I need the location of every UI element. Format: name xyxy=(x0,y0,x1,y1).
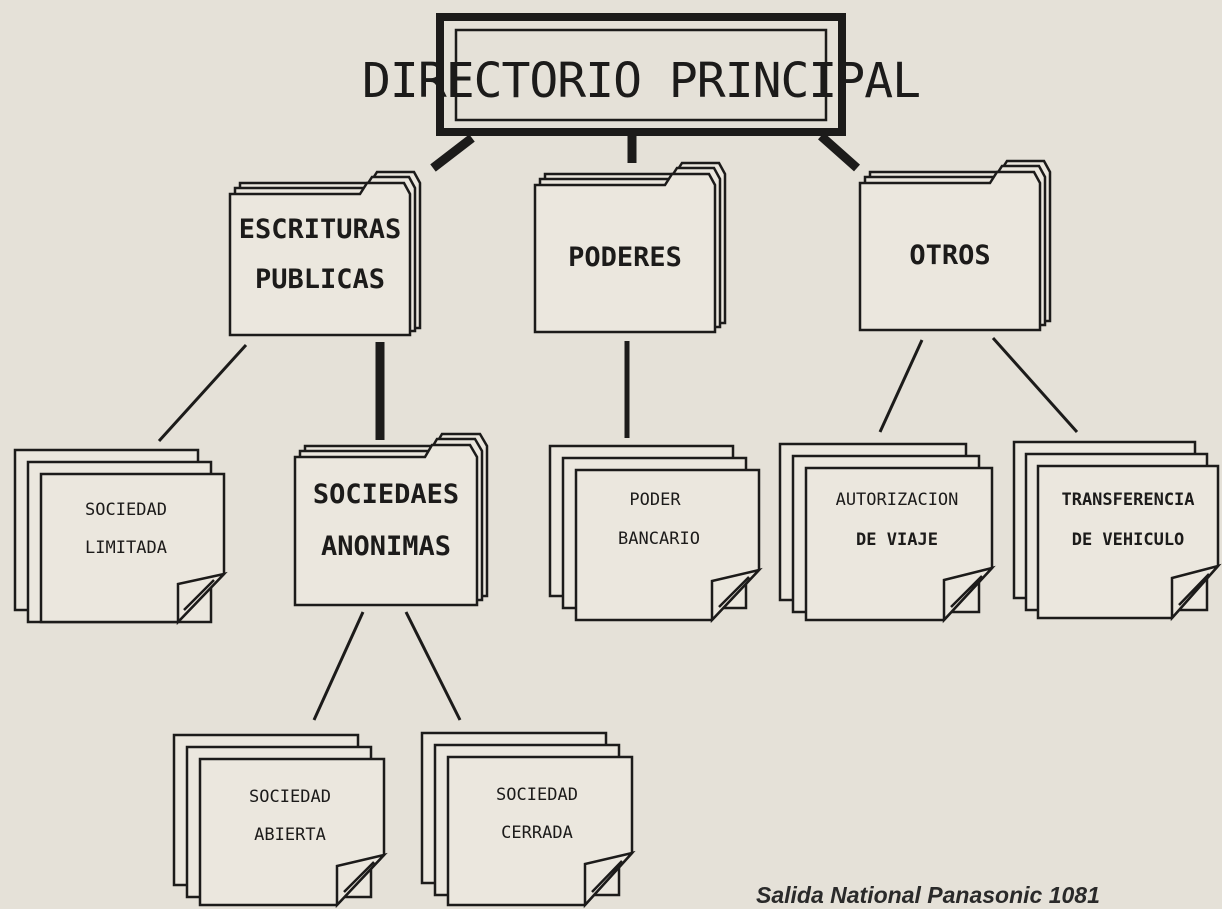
page-curl-icon xyxy=(583,850,636,909)
folder-otros-front xyxy=(858,170,1042,332)
document-abierta-line1: SOCIEDAD xyxy=(249,787,331,807)
page-curl-icon xyxy=(176,571,228,626)
folder-escrituras-line2: PUBLICAS xyxy=(255,264,385,295)
folder-sociedades-line1: SOCIEDAES xyxy=(313,479,459,510)
document-sociedad-cerrada: SOCIEDAD CERRADA xyxy=(420,731,636,909)
page-curl-icon xyxy=(335,852,388,909)
document-sociedad-abierta: SOCIEDAD ABIERTA xyxy=(172,733,388,909)
document-bancario-line2: BANCARIO xyxy=(618,529,700,549)
document-transferencia-line2: DE VEHICULO xyxy=(1072,530,1185,550)
folder-sociedades-anonimas: SOCIEDAES ANONIMAS xyxy=(293,432,489,607)
page-curl-icon xyxy=(942,565,996,624)
folder-sociedades-line2: ANONIMAS xyxy=(321,531,451,562)
connector-escrituras-limitada xyxy=(157,343,248,443)
connectors xyxy=(157,132,1079,721)
connector-otros-autorizacion xyxy=(878,339,924,433)
folder-escrituras-front xyxy=(228,181,412,337)
document-cerrada-line1: SOCIEDAD xyxy=(496,785,578,805)
folder-sociedades-front xyxy=(293,443,479,607)
document-transferencia-line1: TRANSFERENCIA xyxy=(1061,490,1194,510)
document-bancario-line1: PODER xyxy=(629,490,681,510)
folder-escrituras-publicas: ESCRITURAS PUBLICAS xyxy=(228,170,422,337)
document-poder-bancario: PODER BANCARIO xyxy=(548,444,763,624)
document-autorizacion-line2: DE VIAJE xyxy=(856,530,938,550)
document-transferencia-vehiculo: TRANSFERENCIA DE VEHICULO xyxy=(1012,440,1222,622)
folder-poderes-line1: PODERES xyxy=(568,242,682,273)
connector-root-otros xyxy=(818,132,860,172)
root-box: DIRECTORIO PRINCIPAL xyxy=(362,13,921,136)
document-sociedad-limitada: SOCIEDAD LIMITADA xyxy=(13,448,228,626)
root-label: DIRECTORIO PRINCIPAL xyxy=(362,53,920,109)
figure-caption: Salida National Panasonic 1081 xyxy=(756,882,1100,908)
connector-sociedades-abierta xyxy=(312,611,365,721)
page-curl-icon xyxy=(710,567,763,624)
document-autorizacion-line1: AUTORIZACION xyxy=(836,490,959,510)
document-limitada-line1: SOCIEDAD xyxy=(85,500,167,520)
connector-sociedades-cerrada xyxy=(404,611,462,721)
document-abierta-line2: ABIERTA xyxy=(254,825,326,845)
folder-otros-line1: OTROS xyxy=(909,240,990,271)
folder-otros: OTROS xyxy=(858,159,1052,332)
page-curl-icon xyxy=(1170,563,1222,622)
connector-root-escrituras xyxy=(430,134,475,172)
document-autorizacion-viaje: AUTORIZACION DE VIAJE xyxy=(778,442,996,624)
folder-poderes: PODERES xyxy=(533,161,727,334)
document-limitada-line2: LIMITADA xyxy=(85,538,167,558)
document-cerrada-line2: CERRADA xyxy=(501,823,573,843)
folder-poderes-front xyxy=(533,172,717,334)
folder-escrituras-line1: ESCRITURAS xyxy=(239,214,402,245)
connector-otros-transferencia xyxy=(991,337,1079,433)
